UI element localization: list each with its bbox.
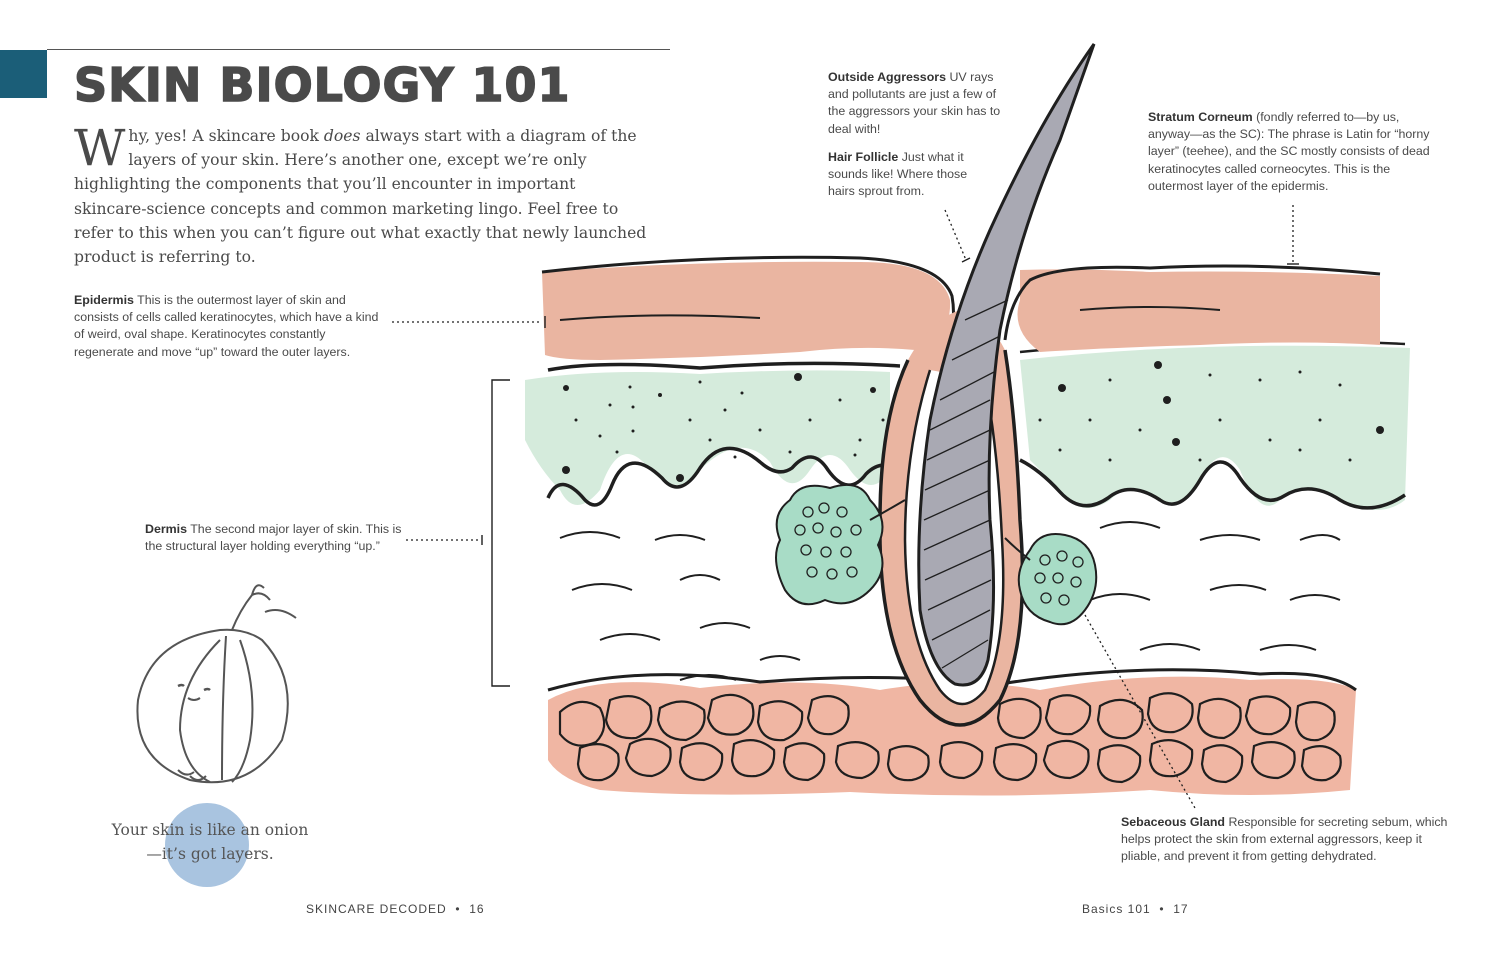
label-stratum-corneum: Stratum Corneum (fondly referred to—by u…: [1148, 109, 1433, 195]
desc-dermis: The second major layer of skin. This is …: [145, 522, 402, 554]
footer-right: Basics 101 • 17: [1082, 902, 1189, 916]
label-epidermis: Epidermis This is the outermost layer of…: [74, 292, 379, 361]
footer-separator-right: •: [1159, 902, 1165, 916]
upper-dermis-layer: [525, 339, 1410, 510]
leader-lines: [392, 205, 1294, 809]
footer-separator-left: •: [455, 902, 461, 916]
desc-hair-follicle: Just what it sounds like! Where those ha…: [828, 150, 968, 199]
label-hair-follicle: Hair Follicle Just what it sounds like! …: [828, 149, 978, 201]
hypodermis-layer: [547, 668, 1357, 796]
page-title: SKIN BIOLOGY 101: [73, 57, 571, 113]
accent-tab: [0, 50, 47, 98]
desc-sebaceous-gland: Responsible for secreting sebum, which h…: [1121, 815, 1448, 864]
footer-book-title: SKINCARE DECODED: [306, 902, 447, 916]
label-dermis: Dermis The second major layer of skin. T…: [145, 521, 407, 555]
desc-outside-aggressors: UV rays and pollutants are just a few of…: [828, 70, 1001, 136]
desc-epidermis: This is the outermost layer of skin and …: [74, 293, 379, 359]
dropcap: W: [74, 119, 126, 177]
dermis-fibers: [559, 521, 1341, 681]
hair-follicle-illustration: [878, 43, 1096, 727]
intro-text-1: hy, yes! A skincare book: [128, 127, 324, 145]
intro-text-2: always start with a diagram of the layer…: [74, 127, 647, 267]
term-dermis: Dermis: [145, 522, 188, 536]
label-sebaceous-gland: Sebaceous Gland Responsible for secretin…: [1121, 814, 1451, 866]
footer-page-number-left: 16: [469, 902, 485, 916]
blue-dot: [165, 803, 249, 887]
desc-stratum-corneum: (fondly referred to—by us, anyway—as the…: [1148, 110, 1430, 193]
top-rule: [47, 49, 670, 50]
footer-chapter-title: Basics 101: [1082, 902, 1151, 916]
footer-page-number-right: 17: [1173, 902, 1189, 916]
dermis-bracket: [491, 379, 510, 687]
onion-illustration: [136, 584, 297, 784]
term-epidermis: Epidermis: [74, 293, 134, 307]
sebaceous-gland-illustration: [775, 484, 1098, 626]
footer-left: SKINCARE DECODED • 16: [306, 902, 485, 916]
term-outside-aggressors: Outside Aggressors: [828, 70, 946, 84]
label-outside-aggressors: Outside Aggressors UV rays and pollutant…: [828, 69, 1014, 138]
term-stratum-corneum: Stratum Corneum: [1148, 110, 1253, 124]
term-sebaceous-gland: Sebaceous Gland: [1121, 815, 1225, 829]
intro-emphasis: does: [323, 127, 361, 145]
epidermis-layer: [541, 255, 1381, 361]
term-hair-follicle: Hair Follicle: [828, 150, 899, 164]
leader-ticks: [481, 257, 1299, 545]
onion-caption: Your skin is like an onion—it’s got laye…: [111, 821, 309, 863]
